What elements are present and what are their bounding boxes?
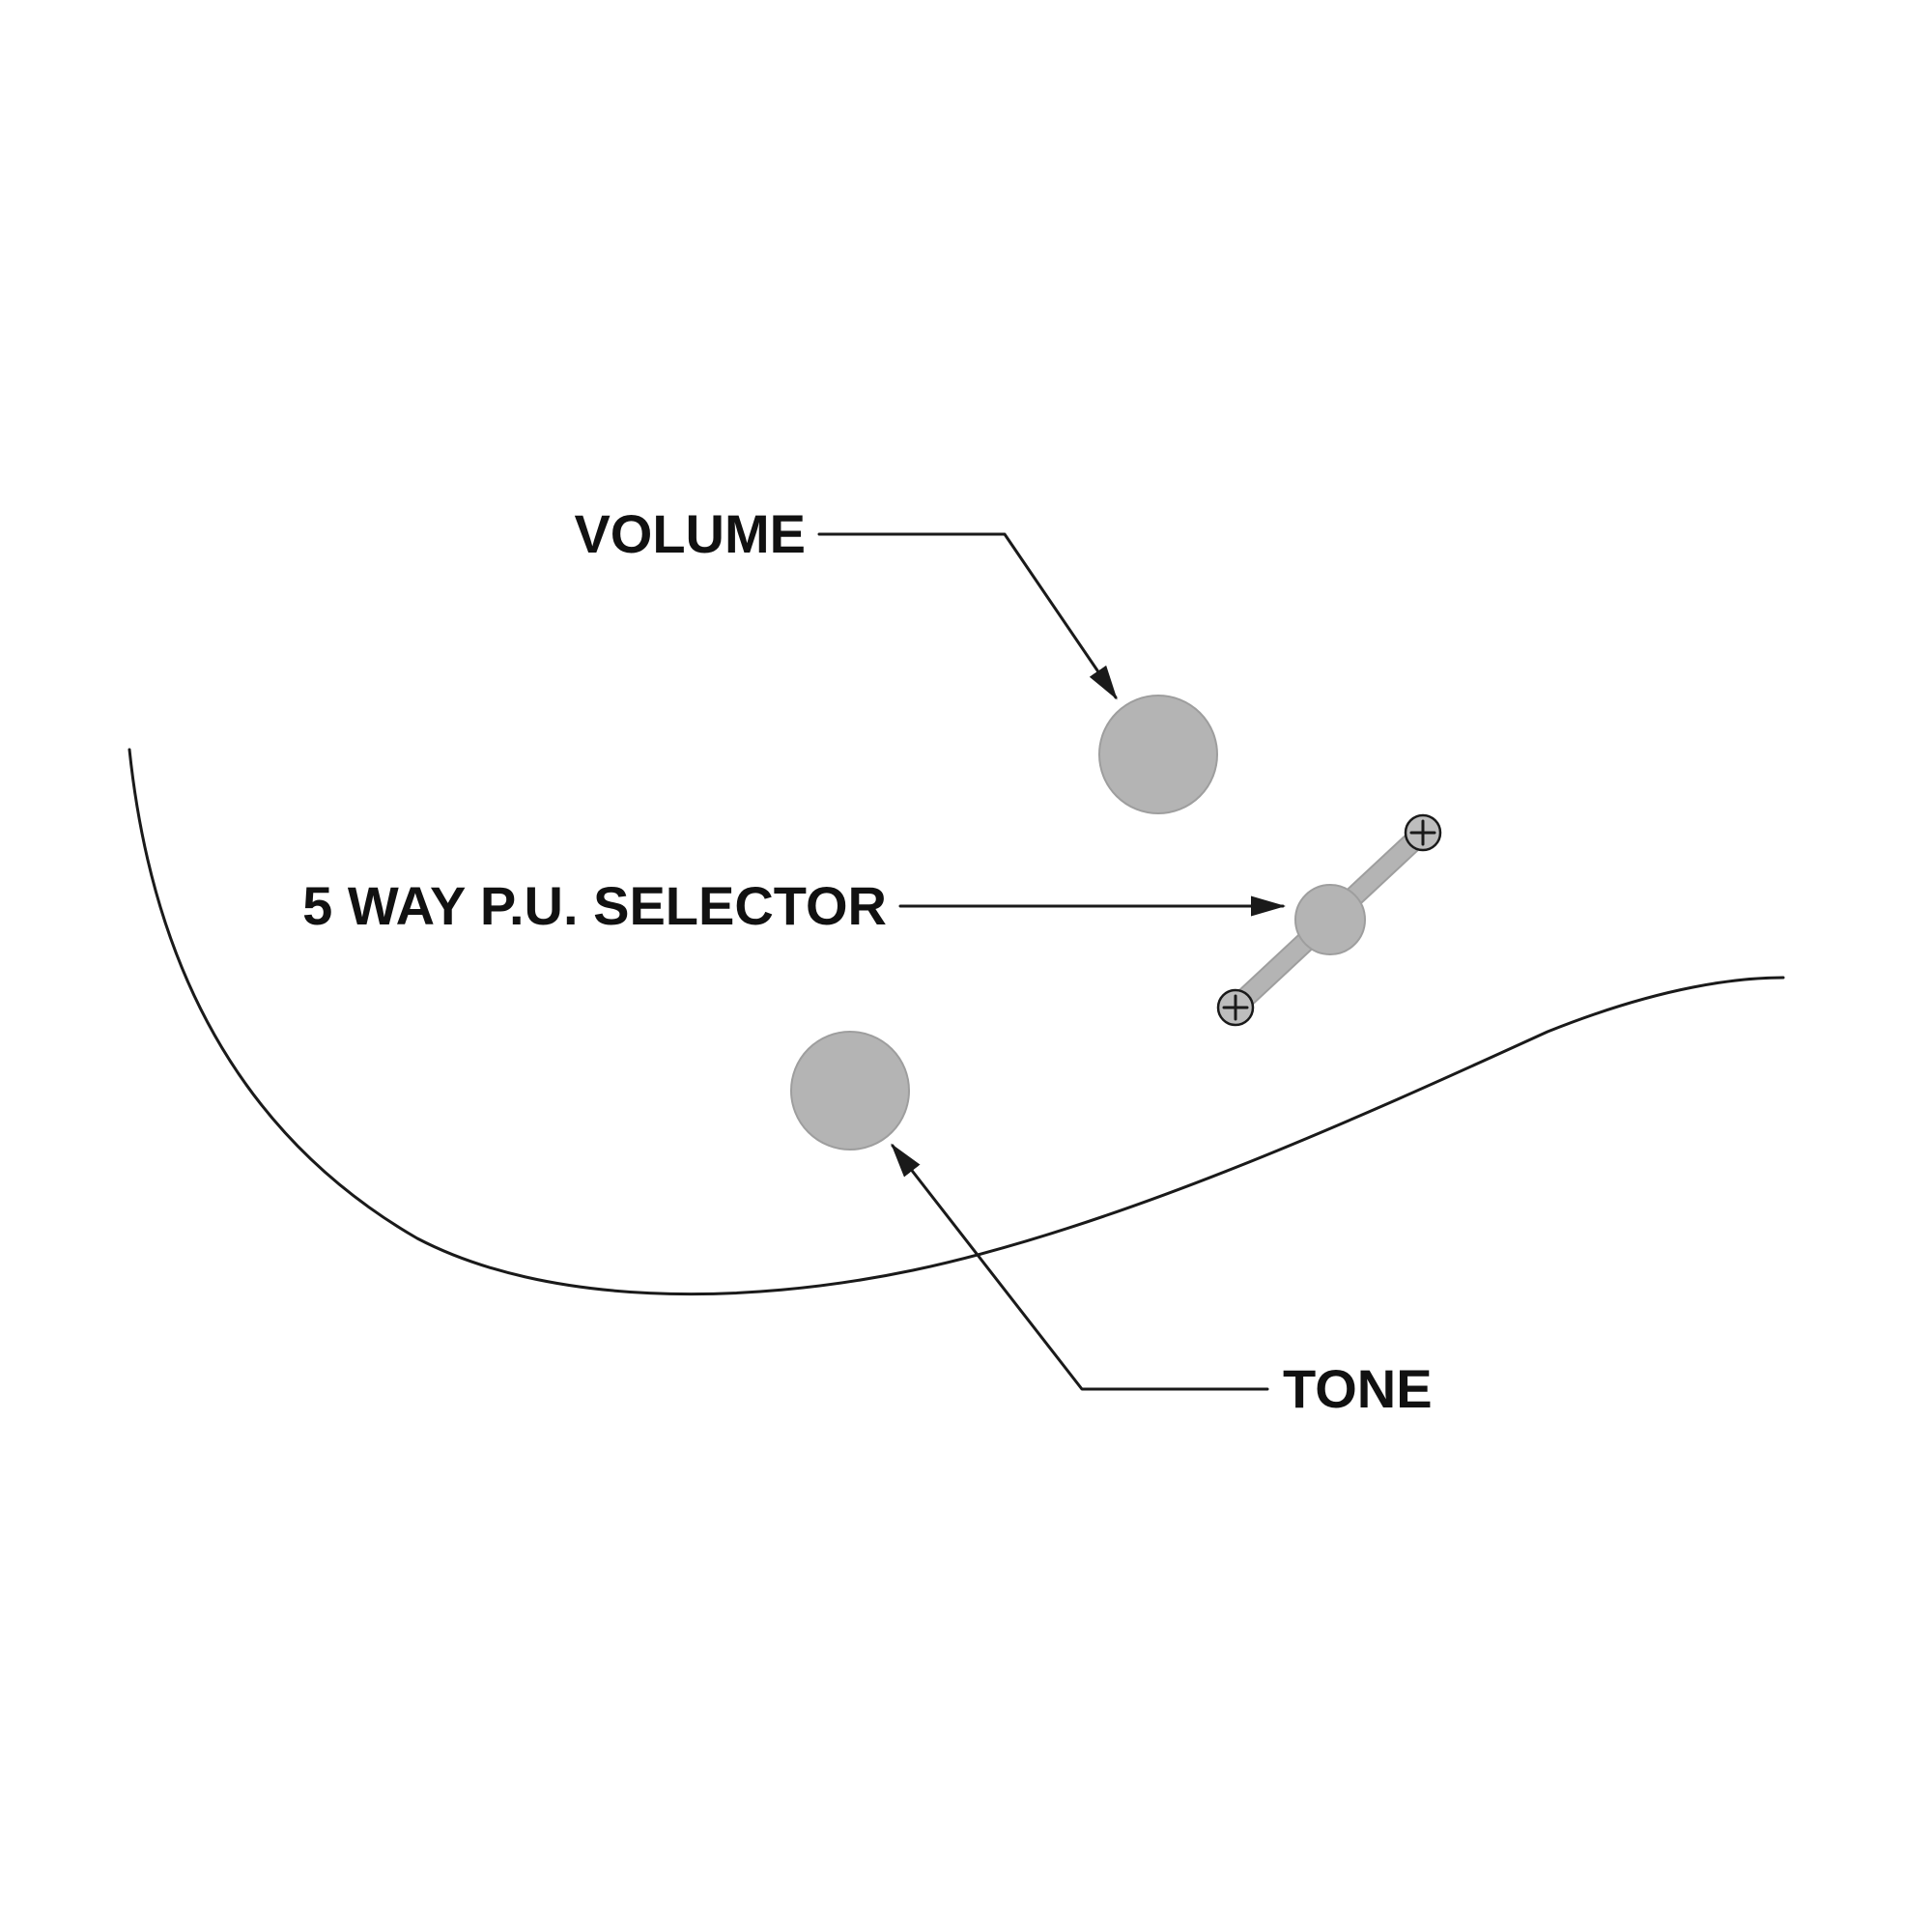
guitar-body-outline [128,748,1785,1296]
volume-leader-line [817,532,1118,700]
tone-label: TONE [1283,1358,1433,1419]
tone-knob [790,1031,910,1151]
selector-screw-top [1404,813,1442,852]
volume-knob [1098,695,1218,814]
tone-leader-line [891,1143,1269,1391]
pickup-selector-switch [1216,813,1442,1027]
selector-label: 5 WAY P.U. SELECTOR [302,875,887,936]
volume-label: VOLUME [574,503,806,564]
selector-lever-knob [1294,884,1366,955]
selector-screw-bottom [1216,988,1255,1027]
